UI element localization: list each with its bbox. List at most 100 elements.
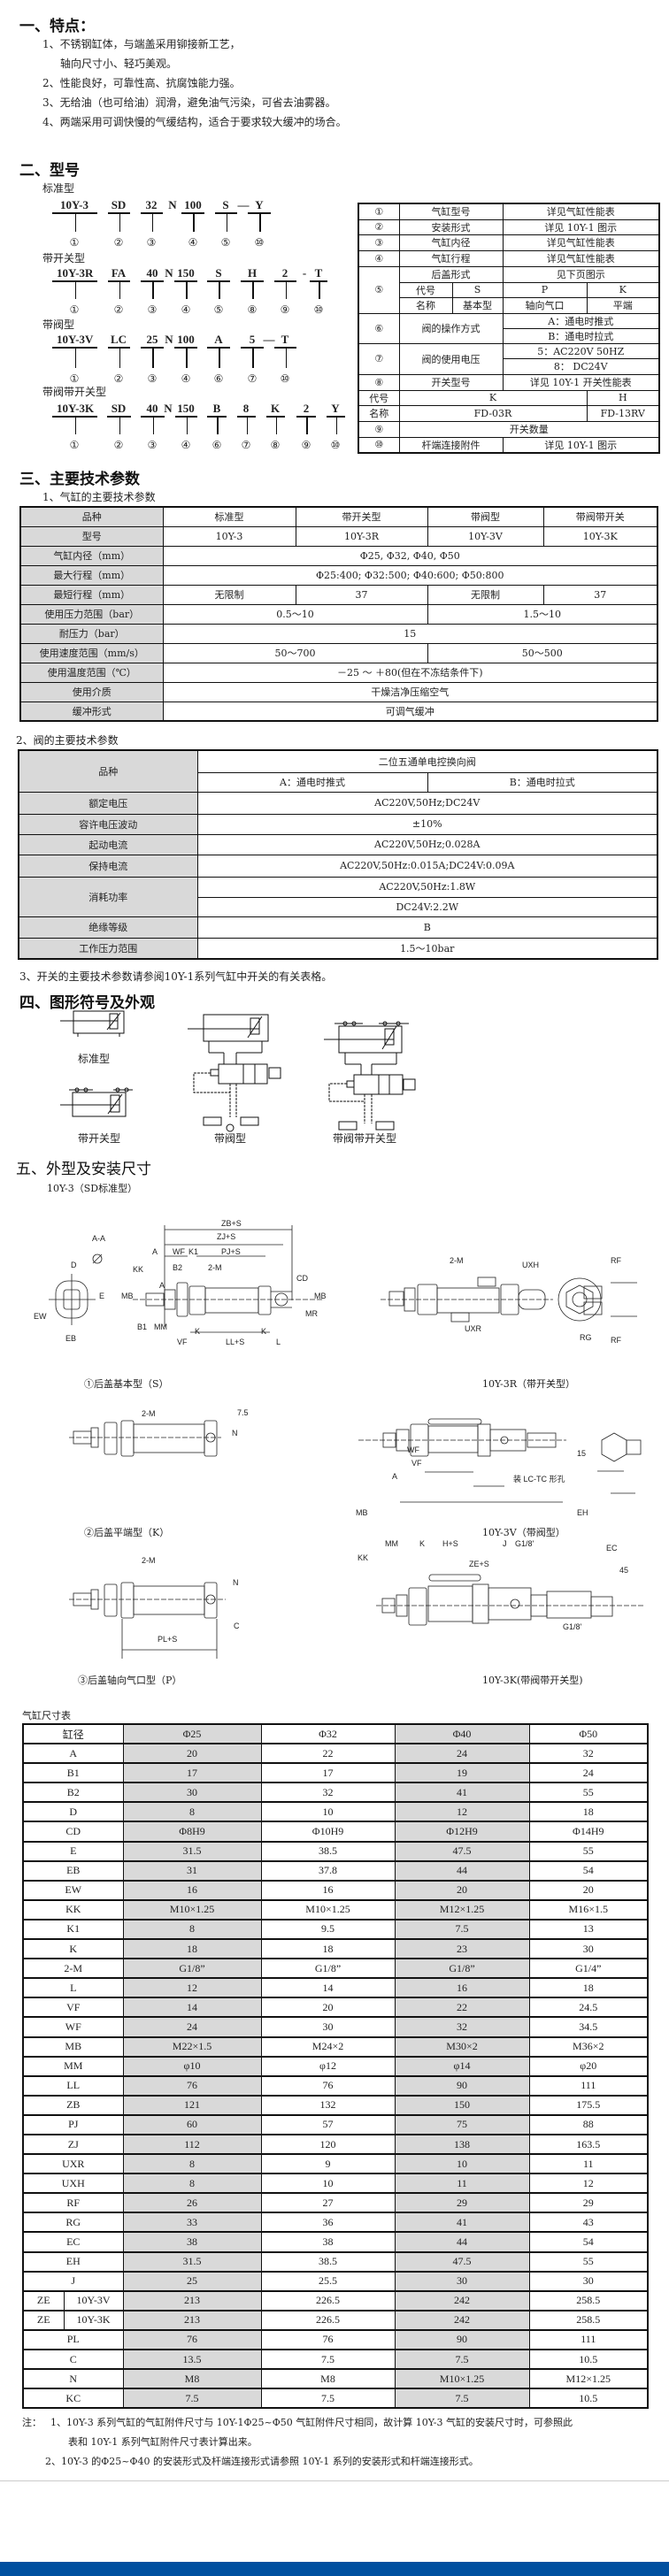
dimension-value: 22 xyxy=(260,1743,396,1765)
dimension-value: 213 xyxy=(122,2290,262,2312)
dimension-value: 258.5 xyxy=(528,2310,649,2331)
dimension-value: 213 xyxy=(122,2310,262,2331)
switch-cylinder-end-view xyxy=(558,1277,637,1322)
code-stem xyxy=(74,281,76,299)
code-name: 开关数量 xyxy=(398,420,660,438)
code-stem xyxy=(275,417,277,434)
symbol-label: 标准型 xyxy=(78,1053,111,1065)
dimension-value: 16 xyxy=(122,1880,262,1901)
dimension-value: 55 xyxy=(528,1841,649,1862)
code-num: ② xyxy=(358,218,400,235)
dimension-value: 120 xyxy=(260,2134,396,2156)
dimension-value: 30 xyxy=(122,1782,262,1804)
row-label: ZE xyxy=(22,2310,65,2331)
model-group-label: 带阀型 xyxy=(42,318,75,331)
code-name: 安装形式 xyxy=(398,218,504,235)
code-stem xyxy=(252,348,254,368)
model-code-number: ④ xyxy=(181,303,191,316)
dimension-value: M10×1.25 xyxy=(260,1899,396,1920)
note-2: 2、10Y-3 的Φ25~Φ40 的安装形式及杆端连接形式请参照 10Y-1 系… xyxy=(45,2456,479,2467)
dimension-label: VF xyxy=(177,1338,188,1346)
dimension-label: C xyxy=(234,1622,240,1630)
spec-label: 使用温度范围（℃） xyxy=(19,662,164,683)
dimension-value: 24.5 xyxy=(528,1997,649,2019)
dimension-value: 54 xyxy=(528,2231,649,2253)
dimension-value: 44 xyxy=(394,2231,530,2253)
dimension-value: 20 xyxy=(260,1997,396,2019)
end-view xyxy=(49,1254,103,1325)
feature-item: 2、性能良好，可靠性高、抗腐蚀能力强。 xyxy=(42,77,241,89)
model-code-number: ① xyxy=(69,236,80,249)
dimension-label: MR xyxy=(305,1309,318,1318)
dimension-value: 76 xyxy=(122,2075,262,2097)
code-label: 代号 xyxy=(398,281,453,298)
dimension-value: 10 xyxy=(394,2153,530,2175)
row-label: ZB xyxy=(22,2095,124,2116)
code-stem xyxy=(119,417,120,434)
spec-cell: 二位五通单电控换向阀 xyxy=(196,749,658,773)
dimension-value: 18 xyxy=(122,1938,262,1960)
dimension-label: ZE+S xyxy=(469,1560,489,1568)
dimension-value: 24 xyxy=(122,2016,262,2038)
dimension-value: 13.5 xyxy=(122,2349,262,2371)
row-label: C xyxy=(22,2349,124,2371)
standard-cylinder-symbol xyxy=(60,1010,125,1037)
spec-label: 保持电流 xyxy=(18,854,198,878)
spec-cell: 37 xyxy=(295,584,428,605)
dimension-value: 8 xyxy=(122,2173,262,2195)
spec-cell: B xyxy=(196,916,658,939)
code-name: 开关型号 xyxy=(398,373,504,391)
dimension-value: Φ8H9 xyxy=(122,1821,262,1843)
row-sublabel: 10Y-3K xyxy=(63,2310,124,2331)
dimension-label: WF xyxy=(407,1445,419,1454)
model-code-part: SD xyxy=(111,198,127,211)
symbol-label: 带阀型 xyxy=(214,1132,247,1145)
spec-cell: 10Y-3R xyxy=(295,525,428,547)
spec-cell: 15 xyxy=(162,623,658,644)
dimension-value: 31.5 xyxy=(122,1841,262,1862)
model-code-number: ② xyxy=(113,439,124,451)
model-code-part: T xyxy=(314,266,323,280)
row-label: 2-M xyxy=(22,1958,124,1980)
row-label: B2 xyxy=(22,1782,124,1804)
dimension-label: PJ+S xyxy=(221,1247,241,1256)
dimension-label: N xyxy=(232,1429,238,1438)
dimension-value: 258.5 xyxy=(528,2290,649,2312)
row-label: UXR xyxy=(22,2153,124,2175)
dimension-value: M36×2 xyxy=(528,2036,649,2058)
note-1-cont: 表和 10Y-1 系列气缸附件尺寸表计算出来。 xyxy=(68,2436,258,2448)
spec-label: 消耗功率 xyxy=(18,876,198,917)
spec-cell: 10Y-3V xyxy=(427,525,544,547)
dimension-label: G1/8' xyxy=(515,1539,534,1548)
dimension-label: MM xyxy=(154,1322,167,1331)
model-code-number: ③ xyxy=(147,303,158,316)
spec-cell: －25 ～ ＋80(但在不冻结条件下) xyxy=(162,662,658,683)
dimension-value: 20 xyxy=(394,1880,530,1901)
spec-cell: B：通电时拉式 xyxy=(427,771,658,793)
spec-cell: 可调气缓冲 xyxy=(162,701,658,722)
model-code-number: ② xyxy=(113,372,124,385)
spec-cell: 无限制 xyxy=(162,584,296,605)
dimension-value: 20 xyxy=(122,1743,262,1765)
switch-type-drawing xyxy=(358,1418,642,1503)
dimension-label: L xyxy=(276,1338,281,1346)
code-stem xyxy=(119,213,120,232)
dimension-value: φ20 xyxy=(528,2056,649,2077)
model-code-part: S xyxy=(215,266,222,280)
sd-standard-drawing xyxy=(49,1225,637,1333)
model-code-number: ① xyxy=(69,439,80,451)
dimension-label: MB xyxy=(314,1292,327,1300)
dimension-value: 33 xyxy=(122,2212,262,2234)
code-stem xyxy=(74,348,76,368)
code-label: 名称 xyxy=(358,404,400,422)
dimension-value: 226.5 xyxy=(260,2290,396,2312)
